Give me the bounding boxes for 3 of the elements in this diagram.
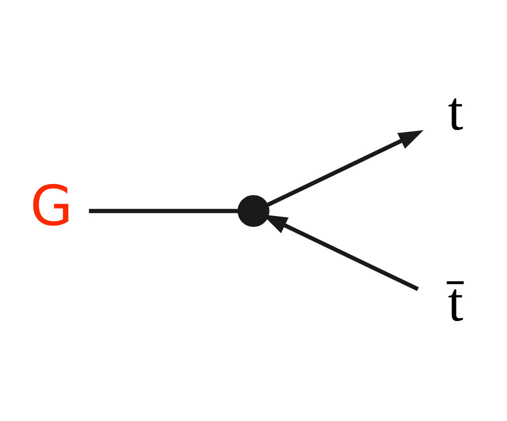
node-text: t (448, 80, 464, 141)
node-text: t̄ (448, 270, 464, 332)
node-text: G (30, 174, 73, 238)
